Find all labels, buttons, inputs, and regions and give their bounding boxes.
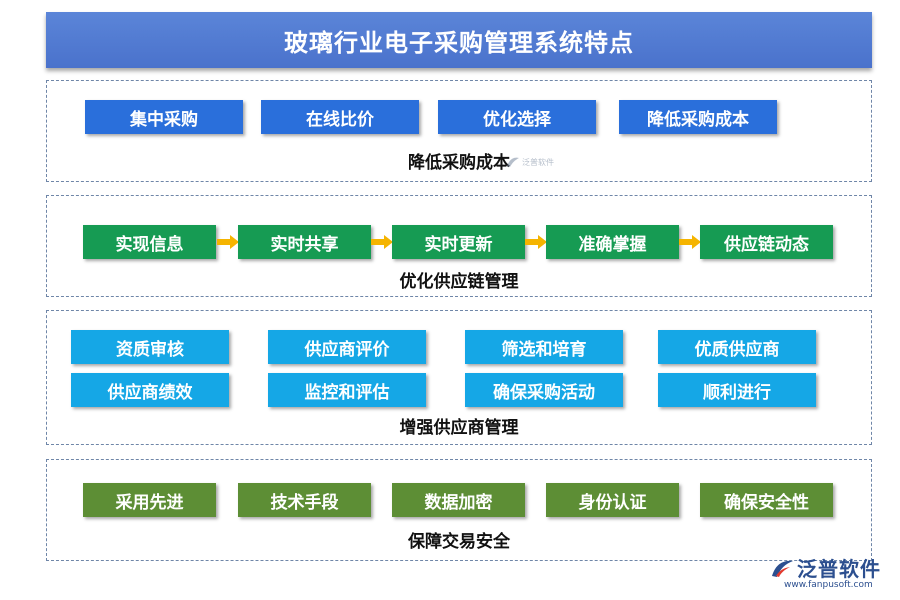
section-supplier: 资质审核 供应商评价 筛选和培育 优质供应商 供应商绩效 监控和评估 确保采购活… <box>46 310 872 445</box>
item-box: 供应链动态 <box>700 225 833 259</box>
arrow-right-icon <box>679 235 701 249</box>
item-box: 技术手段 <box>238 483 371 517</box>
item-box: 确保安全性 <box>700 483 833 517</box>
arrow-right-icon <box>217 235 239 249</box>
item-box: 在线比价 <box>261 100 419 134</box>
item-box: 供应商评价 <box>268 330 426 364</box>
item-box: 实时更新 <box>392 225 525 259</box>
item-box: 降低采购成本 <box>619 100 777 134</box>
item-box: 实时共享 <box>238 225 371 259</box>
item-box: 监控和评估 <box>268 373 426 407</box>
item-box: 资质审核 <box>71 330 229 364</box>
section-label: 保障交易安全 <box>408 532 510 552</box>
arrow-right-icon <box>371 235 393 249</box>
section-label: 增强供应商管理 <box>399 418 519 438</box>
item-box: 数据加密 <box>392 483 525 517</box>
item-box: 实现信息 <box>83 225 216 259</box>
item-box: 优质供应商 <box>658 330 816 364</box>
section-security: 采用先进 技术手段 数据加密 身份认证 确保安全性 保障交易安全 <box>46 459 872 561</box>
item-box: 优化选择 <box>438 100 596 134</box>
logo-icon <box>507 157 519 167</box>
item-box: 供应商绩效 <box>71 373 229 407</box>
item-box: 顺利进行 <box>658 373 816 407</box>
section-supply-chain: 实现信息 实时共享 实时更新 准确掌握 供应链动态 优化供应链管理 <box>46 195 872 297</box>
item-box: 准确掌握 <box>546 225 679 259</box>
watermark-text: 泛普软件 <box>522 157 554 167</box>
logo-icon <box>772 560 793 577</box>
item-box: 确保采购活动 <box>465 373 623 407</box>
watermark: 泛普软件 <box>506 156 554 168</box>
item-box: 筛选和培育 <box>465 330 623 364</box>
section-reduce-cost: 集中采购 在线比价 优化选择 降低采购成本 降低采购成本 <box>46 80 872 182</box>
arrow-right-icon <box>525 235 547 249</box>
brand-logo: 泛普软件 www.fanpusoft.com <box>770 553 881 590</box>
item-box: 集中采购 <box>85 100 243 134</box>
page-title: 玻璃行业电子采购管理系统特点 <box>46 12 872 68</box>
item-box: 采用先进 <box>83 483 216 517</box>
logo-url: www.fanpusoft.com <box>784 580 873 590</box>
item-box: 身份认证 <box>546 483 679 517</box>
section-label: 优化供应链管理 <box>399 272 519 292</box>
logo-name: 泛普软件 <box>797 557 881 581</box>
section-label: 降低采购成本 <box>408 153 510 173</box>
